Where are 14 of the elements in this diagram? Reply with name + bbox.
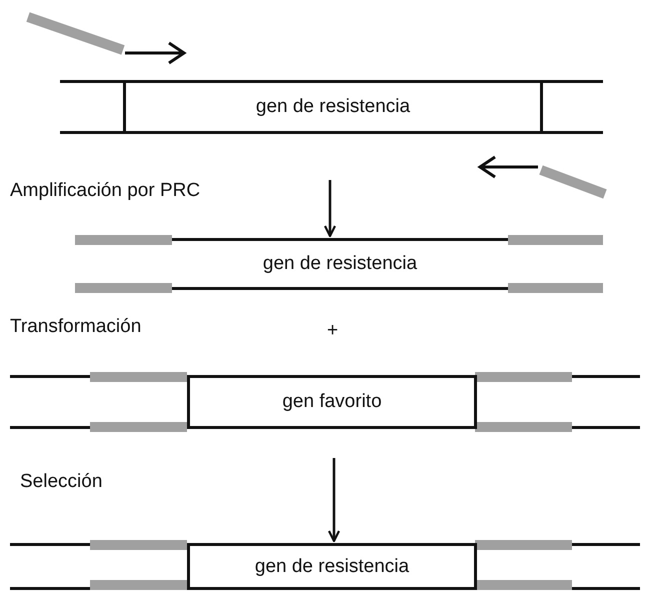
gene-label: gen favorito xyxy=(282,391,382,413)
step-label: Selección xyxy=(20,471,102,493)
gene-label: gen de resistencia xyxy=(256,96,410,118)
arrow xyxy=(328,458,340,542)
gene-segment xyxy=(187,543,477,590)
gene-segment xyxy=(172,238,508,290)
step-label: Amplificación por PRC xyxy=(10,180,200,202)
step-label: Transformación xyxy=(10,316,142,338)
gene-label: gen de resistencia xyxy=(262,253,418,275)
gene-segment xyxy=(187,375,477,429)
arrow xyxy=(324,180,336,238)
step-label: + xyxy=(327,320,338,342)
gene-label: gen de resistencia xyxy=(254,556,410,578)
gene-segment xyxy=(123,80,543,134)
